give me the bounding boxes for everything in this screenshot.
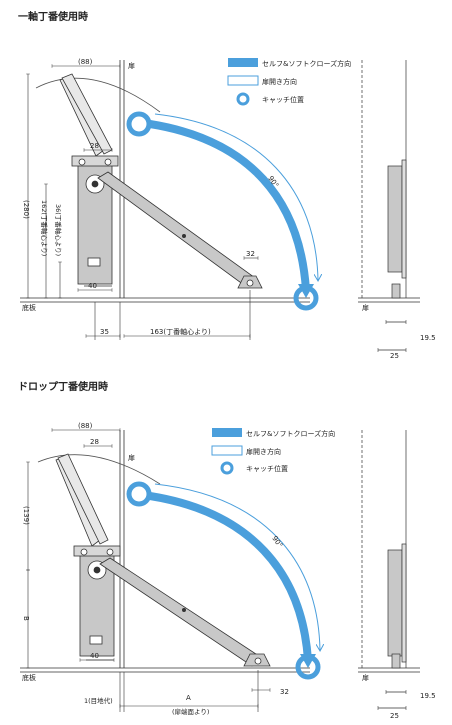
- swing-arc: [37, 454, 161, 485]
- legend-catch-swatch: [236, 92, 250, 106]
- side-dim-25: 25: [390, 712, 399, 720]
- dim-40: 40: [90, 652, 99, 660]
- catch-ring-top: [126, 111, 152, 137]
- dim-36: 36(丁番軸心より): [54, 204, 63, 256]
- dim-A: A: [186, 694, 191, 702]
- swing-arc: [35, 77, 161, 113]
- legend-close-text: セルフ&ソフトクローズ方向: [246, 429, 335, 438]
- dimensions: [26, 64, 259, 340]
- dim-28: 28: [90, 142, 99, 150]
- diagram2-title: ドロップ丁番使用時: [18, 382, 108, 393]
- side-dim-25: 25: [390, 352, 399, 360]
- angle-label: 90°: [270, 535, 284, 550]
- legend: セルフ&ソフトクローズ方向 扉開き方向 キャッチ位置: [211, 428, 335, 475]
- side-dim-19-5: 19.5: [420, 692, 436, 700]
- dim-88: (88): [78, 58, 93, 66]
- base-label: 底板: [22, 303, 36, 312]
- support-arm: [97, 171, 263, 289]
- dim-35: 35: [100, 328, 109, 336]
- door-label: 扉: [128, 61, 135, 70]
- legend-catch-swatch: [220, 461, 234, 475]
- catch-ring-bottom: [295, 654, 321, 680]
- dim-32: 32: [280, 688, 289, 696]
- dim-88: (88): [78, 422, 93, 430]
- dim-280: (280): [22, 200, 30, 219]
- catch-ring-bottom: [293, 285, 319, 311]
- close-direction-arrow: [149, 492, 312, 661]
- dim-162: 162(丁番軸心より): [40, 200, 49, 256]
- dim-1: 1(目地代): [84, 696, 113, 705]
- legend-open-text: 扉開き方向: [246, 447, 281, 456]
- legend-close-text: セルフ&ソフトクローズ方向: [262, 59, 351, 68]
- side-dim-19-5: 19.5: [420, 334, 436, 342]
- door-panel: [119, 430, 125, 668]
- base-board: [20, 667, 310, 673]
- side-view: [358, 60, 420, 353]
- dim-A-note: (扉端面より): [172, 707, 209, 716]
- dim-28: 28: [90, 438, 99, 446]
- legend-open-text: 扉開き方向: [262, 77, 297, 86]
- legend-close-swatch: [228, 58, 258, 67]
- dim-163: 163(丁番軸心より): [150, 327, 211, 336]
- door-label: 扉: [128, 453, 135, 462]
- dim-139: (139): [22, 506, 30, 525]
- dim-32: 32: [246, 250, 255, 258]
- catch-ring-top: [126, 481, 152, 507]
- side-view: [358, 430, 420, 711]
- folded-arm: [59, 73, 113, 157]
- dimensions: [26, 428, 271, 712]
- legend: セルフ&ソフトクローズ方向 扉開き方向 キャッチ位置: [227, 58, 351, 106]
- diagram1: 扉 底板: [20, 58, 436, 360]
- legend-close-swatch: [212, 428, 242, 437]
- diagram1-title: 一軸丁番使用時: [18, 12, 88, 23]
- folded-arm: [55, 453, 109, 547]
- legend-catch-text: キャッチ位置: [246, 464, 288, 473]
- dim-B: B: [22, 616, 30, 621]
- support-arm: [99, 557, 271, 667]
- base-board: [20, 297, 310, 303]
- dim-40: 40: [88, 282, 97, 290]
- diagram2: 扉 底板 90°: [20, 422, 436, 720]
- door-panel: [119, 60, 125, 298]
- open-direction-arrow: [154, 483, 320, 650]
- legend-open-swatch: [227, 75, 259, 86]
- base-label: 底板: [22, 673, 36, 682]
- side-door-label: 扉: [362, 673, 369, 682]
- legend-catch-text: キャッチ位置: [262, 95, 304, 104]
- close-direction-arrow: [149, 120, 310, 291]
- open-direction-arrow: [154, 113, 318, 280]
- side-door-label: 扉: [362, 303, 369, 312]
- legend-open-swatch: [211, 445, 243, 456]
